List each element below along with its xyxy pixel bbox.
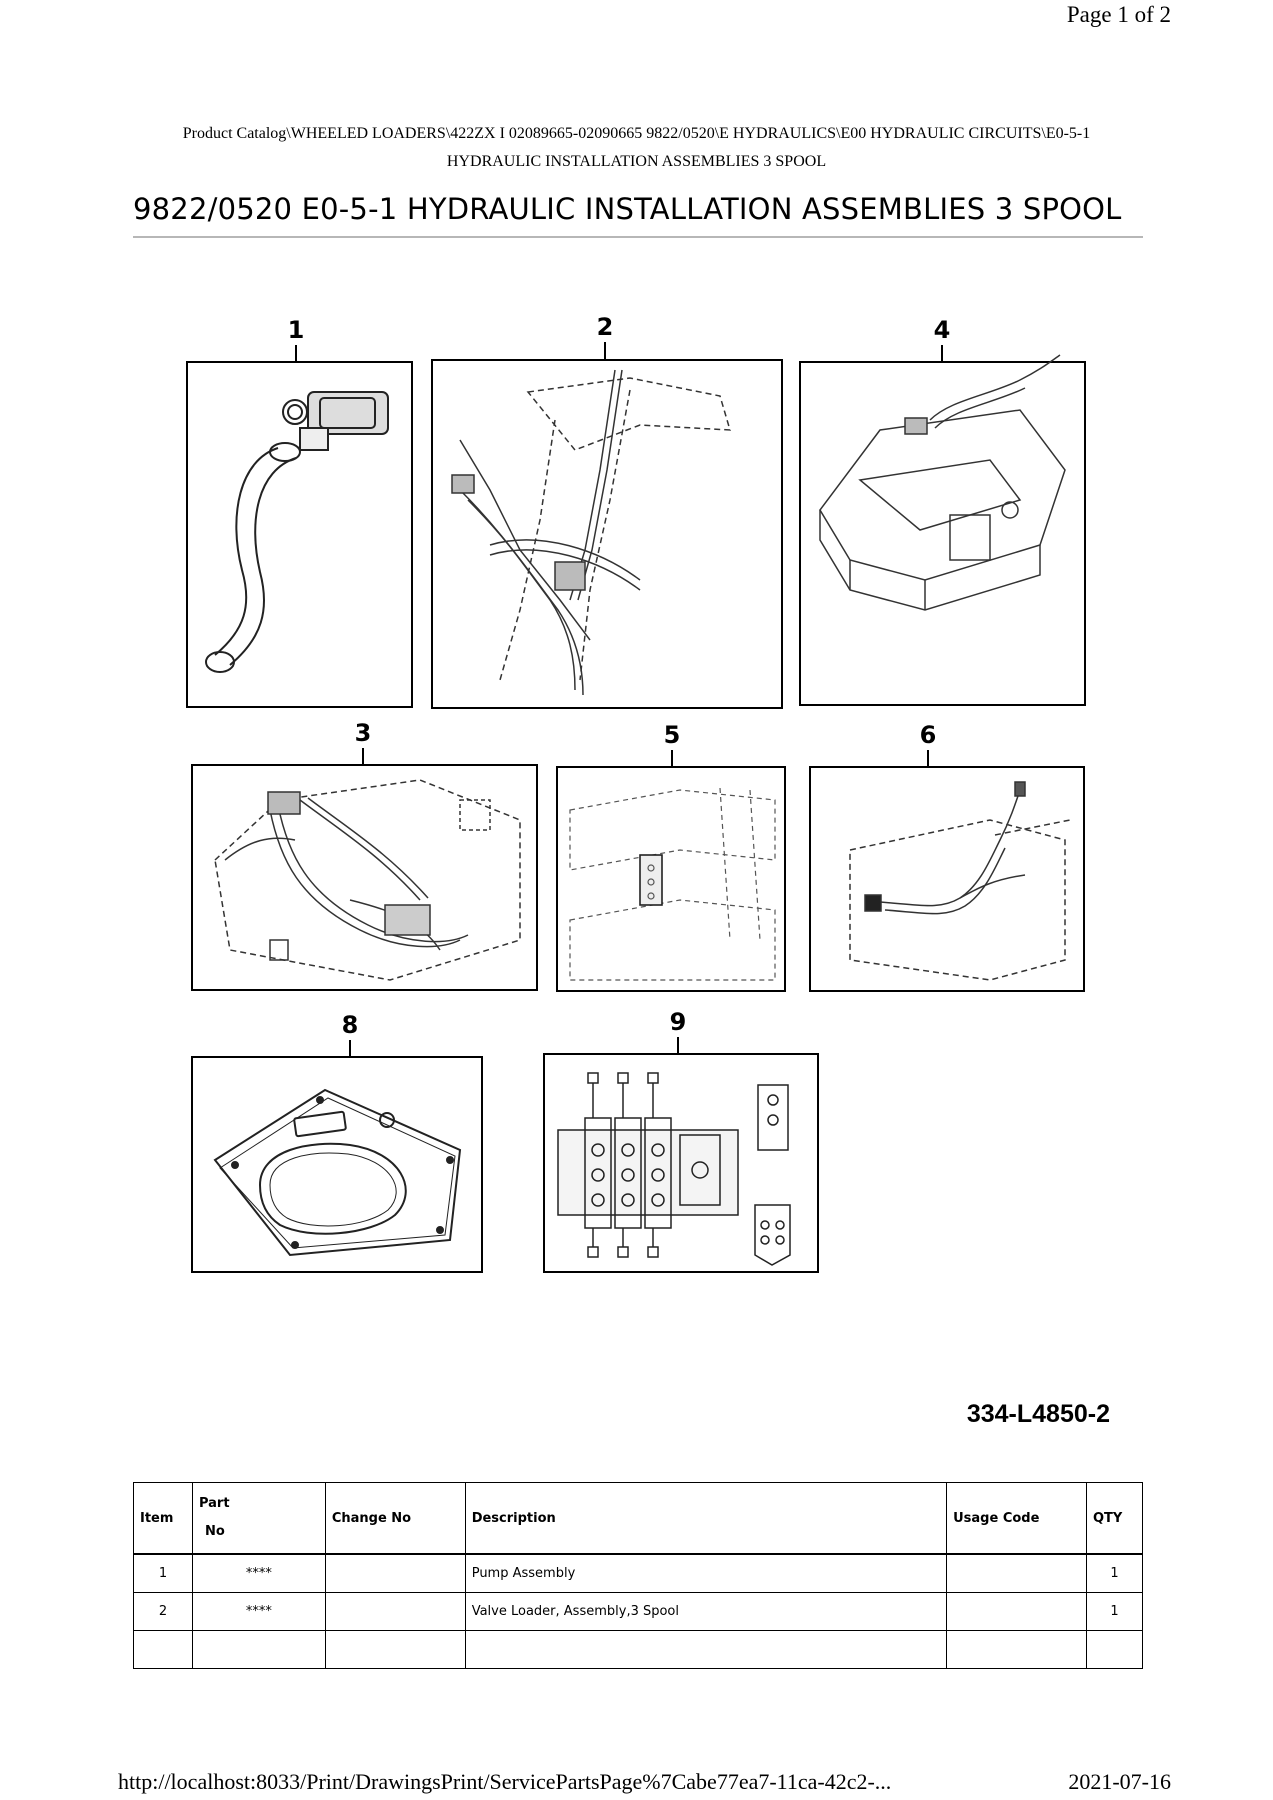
parts-table: Item Part No Change No Description Usage… xyxy=(133,1482,1144,1669)
cell-part-no: **** xyxy=(191,1553,326,1593)
cell-blank xyxy=(946,1630,1087,1669)
header-part-no-line2: No xyxy=(204,1524,225,1539)
cell-usage-code xyxy=(946,1592,1087,1631)
cell-description: Pump Assembly xyxy=(464,1553,948,1593)
callout-3: 3 xyxy=(355,719,372,747)
cell-qty: 1 xyxy=(1085,1553,1144,1593)
callout-6: 6 xyxy=(920,721,937,749)
header-part-no: Part No xyxy=(191,1482,326,1555)
bracket-illustration xyxy=(569,787,776,981)
callout-8: 8 xyxy=(342,1011,359,1039)
table-row-blank xyxy=(133,1630,1144,1669)
callout-4: 4 xyxy=(934,316,951,344)
panel-2 xyxy=(431,359,783,709)
header-item: Item xyxy=(133,1482,193,1555)
cell-blank xyxy=(1085,1630,1144,1669)
loader-arm-illustration xyxy=(451,369,732,696)
header-part-no-line1: Part xyxy=(198,1496,230,1511)
header-change-no: Change No xyxy=(324,1482,466,1555)
cell-item: 1 xyxy=(133,1553,193,1593)
callout-2: 2 xyxy=(597,313,614,341)
harness-illustration xyxy=(849,781,1071,981)
table-header-row: Item Part No Change No Description Usage… xyxy=(133,1482,1144,1555)
breadcrumb: Product Catalog\WHEELED LOADERS\422ZX I … xyxy=(120,120,1153,176)
panel-6 xyxy=(809,766,1085,992)
header-usage-code: Usage Code xyxy=(946,1482,1087,1555)
header-description: Description xyxy=(464,1482,948,1555)
cell-blank xyxy=(324,1630,466,1669)
chassis-frame-illustration xyxy=(819,354,1066,611)
cover-plate-illustration xyxy=(213,1088,462,1257)
callout-5: 5 xyxy=(664,721,681,749)
cell-qty: 1 xyxy=(1085,1592,1144,1631)
parts-drawing: 1 2 4 3 5 6 8 9 xyxy=(160,300,1120,1340)
page-number: Page 1 of 2 xyxy=(1066,2,1171,27)
cell-usage-code xyxy=(946,1553,1087,1593)
footer-date: 2021-07-16 xyxy=(1068,1769,1171,1794)
callout-9: 9 xyxy=(670,1008,687,1036)
page-title: 9822/0520 E0-5-1 HYDRAULIC INSTALLATION … xyxy=(133,192,1143,238)
panel-4 xyxy=(799,361,1086,706)
panel-3 xyxy=(191,764,538,991)
panel-8 xyxy=(191,1056,483,1273)
header-qty: QTY xyxy=(1085,1482,1144,1555)
footer-url: http://localhost:8033/Print/DrawingsPrin… xyxy=(118,1769,892,1794)
cell-blank xyxy=(133,1630,193,1669)
cell-blank xyxy=(191,1630,326,1669)
cell-change-no xyxy=(324,1553,466,1593)
pump-illustration xyxy=(205,391,389,673)
cell-item: 2 xyxy=(133,1592,193,1631)
breadcrumb-line-2: HYDRAULIC INSTALLATION ASSEMBLIES 3 SPOO… xyxy=(446,153,827,170)
cell-blank xyxy=(464,1630,948,1669)
cell-part-no: **** xyxy=(191,1592,326,1631)
breadcrumb-line-1: Product Catalog\WHEELED LOADERS\422ZX I … xyxy=(182,125,1091,142)
callout-1: 1 xyxy=(288,316,305,344)
cell-change-no xyxy=(324,1592,466,1631)
table-row: 1 **** Pump Assembly 1 xyxy=(133,1553,1144,1593)
parts-drawing-svg: 1 2 4 3 5 6 8 9 xyxy=(186,313,1086,1273)
panel-1 xyxy=(186,361,413,708)
panel-9 xyxy=(543,1053,819,1273)
table-row: 2 **** Valve Loader, Assembly,3 Spool 1 xyxy=(133,1592,1144,1631)
hose-routing-illustration xyxy=(214,779,521,981)
cell-description: Valve Loader, Assembly,3 Spool xyxy=(464,1592,948,1631)
drawing-id: 334-L4850-2 xyxy=(966,1400,1110,1428)
spool-valve-illustration xyxy=(557,1072,791,1266)
